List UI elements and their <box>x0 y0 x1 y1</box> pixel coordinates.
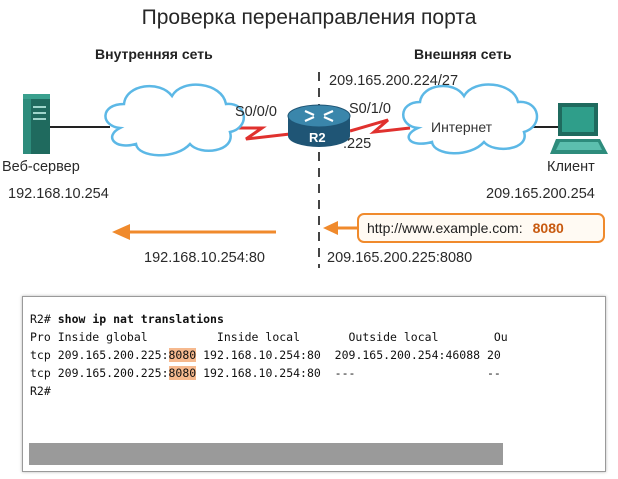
url-port: 8080 <box>532 220 564 236</box>
right-interface-label: S0/1/0 <box>349 101 391 117</box>
serial-link-left <box>228 126 291 141</box>
inside-network-label: Внутренняя сеть <box>95 46 213 62</box>
row-rest: 192.168.10.254:80 209.165.200.254:46088 … <box>196 348 501 362</box>
terminal-window: R2# show ip nat translations Pro Inside … <box>22 296 606 472</box>
web-server-label: Веб-сервер <box>2 159 80 175</box>
internet-label: Интернет <box>431 119 493 135</box>
router-host-octet: .225 <box>343 136 372 152</box>
internet-cloud-icon <box>402 83 539 155</box>
outside-network-label: Внешняя сеть <box>414 46 512 62</box>
outside-socket-label: 209.165.200.225:8080 <box>327 250 473 266</box>
table-row: tcp 209.165.200.225:8080 192.168.10.254:… <box>30 364 508 382</box>
terminal-final-prompt: R2# <box>30 384 51 398</box>
command-prompt: R2# <box>30 312 51 326</box>
url-text: http://www.example.com: <box>367 220 523 236</box>
url-box: http://www.example.com: 8080 <box>357 213 605 243</box>
incoming-arrow <box>323 221 357 235</box>
row-inside-global: 209.165.200.225: <box>57 348 169 362</box>
forward-arrow <box>112 224 276 240</box>
terminal-output: R2# show ip nat translations Pro Inside … <box>30 310 508 400</box>
client-ip: 209.165.200.254 <box>486 186 595 202</box>
row-rest: 192.168.10.254:80 --- -- <box>196 366 501 380</box>
row-proto: tcp <box>30 366 51 380</box>
left-interface-label: S0/0/0 <box>235 104 277 120</box>
outside-subnet-label: 209.165.200.224/27 <box>329 73 459 89</box>
row-port-highlight: 8080 <box>168 348 197 362</box>
web-server-icon <box>23 94 50 154</box>
router-icon <box>287 104 351 147</box>
row-port-highlight: 8080 <box>168 366 197 380</box>
horizontal-scrollbar[interactable] <box>29 443 503 465</box>
terminal-header: Pro Inside global Inside local Outside l… <box>30 330 508 344</box>
row-inside-global: 209.165.200.225: <box>57 366 169 380</box>
client-label: Клиент <box>547 159 595 175</box>
serial-link-right <box>349 118 411 135</box>
web-server-ip: 192.168.10.254 <box>8 186 109 202</box>
row-proto: tcp <box>30 348 51 362</box>
client-laptop-icon <box>550 103 608 154</box>
router-name: R2 <box>309 130 326 145</box>
terminal-command: show ip nat translations <box>57 312 224 326</box>
inside-socket-label: 192.168.10.254:80 <box>144 250 265 266</box>
network-diagram <box>23 72 608 268</box>
table-row: tcp 209.165.200.225:8080 192.168.10.254:… <box>30 346 508 364</box>
terminal-command-line: R2# show ip nat translations <box>30 310 508 328</box>
inside-cloud-icon <box>104 83 246 157</box>
page-title: Проверка перенаправления порта <box>141 6 477 29</box>
